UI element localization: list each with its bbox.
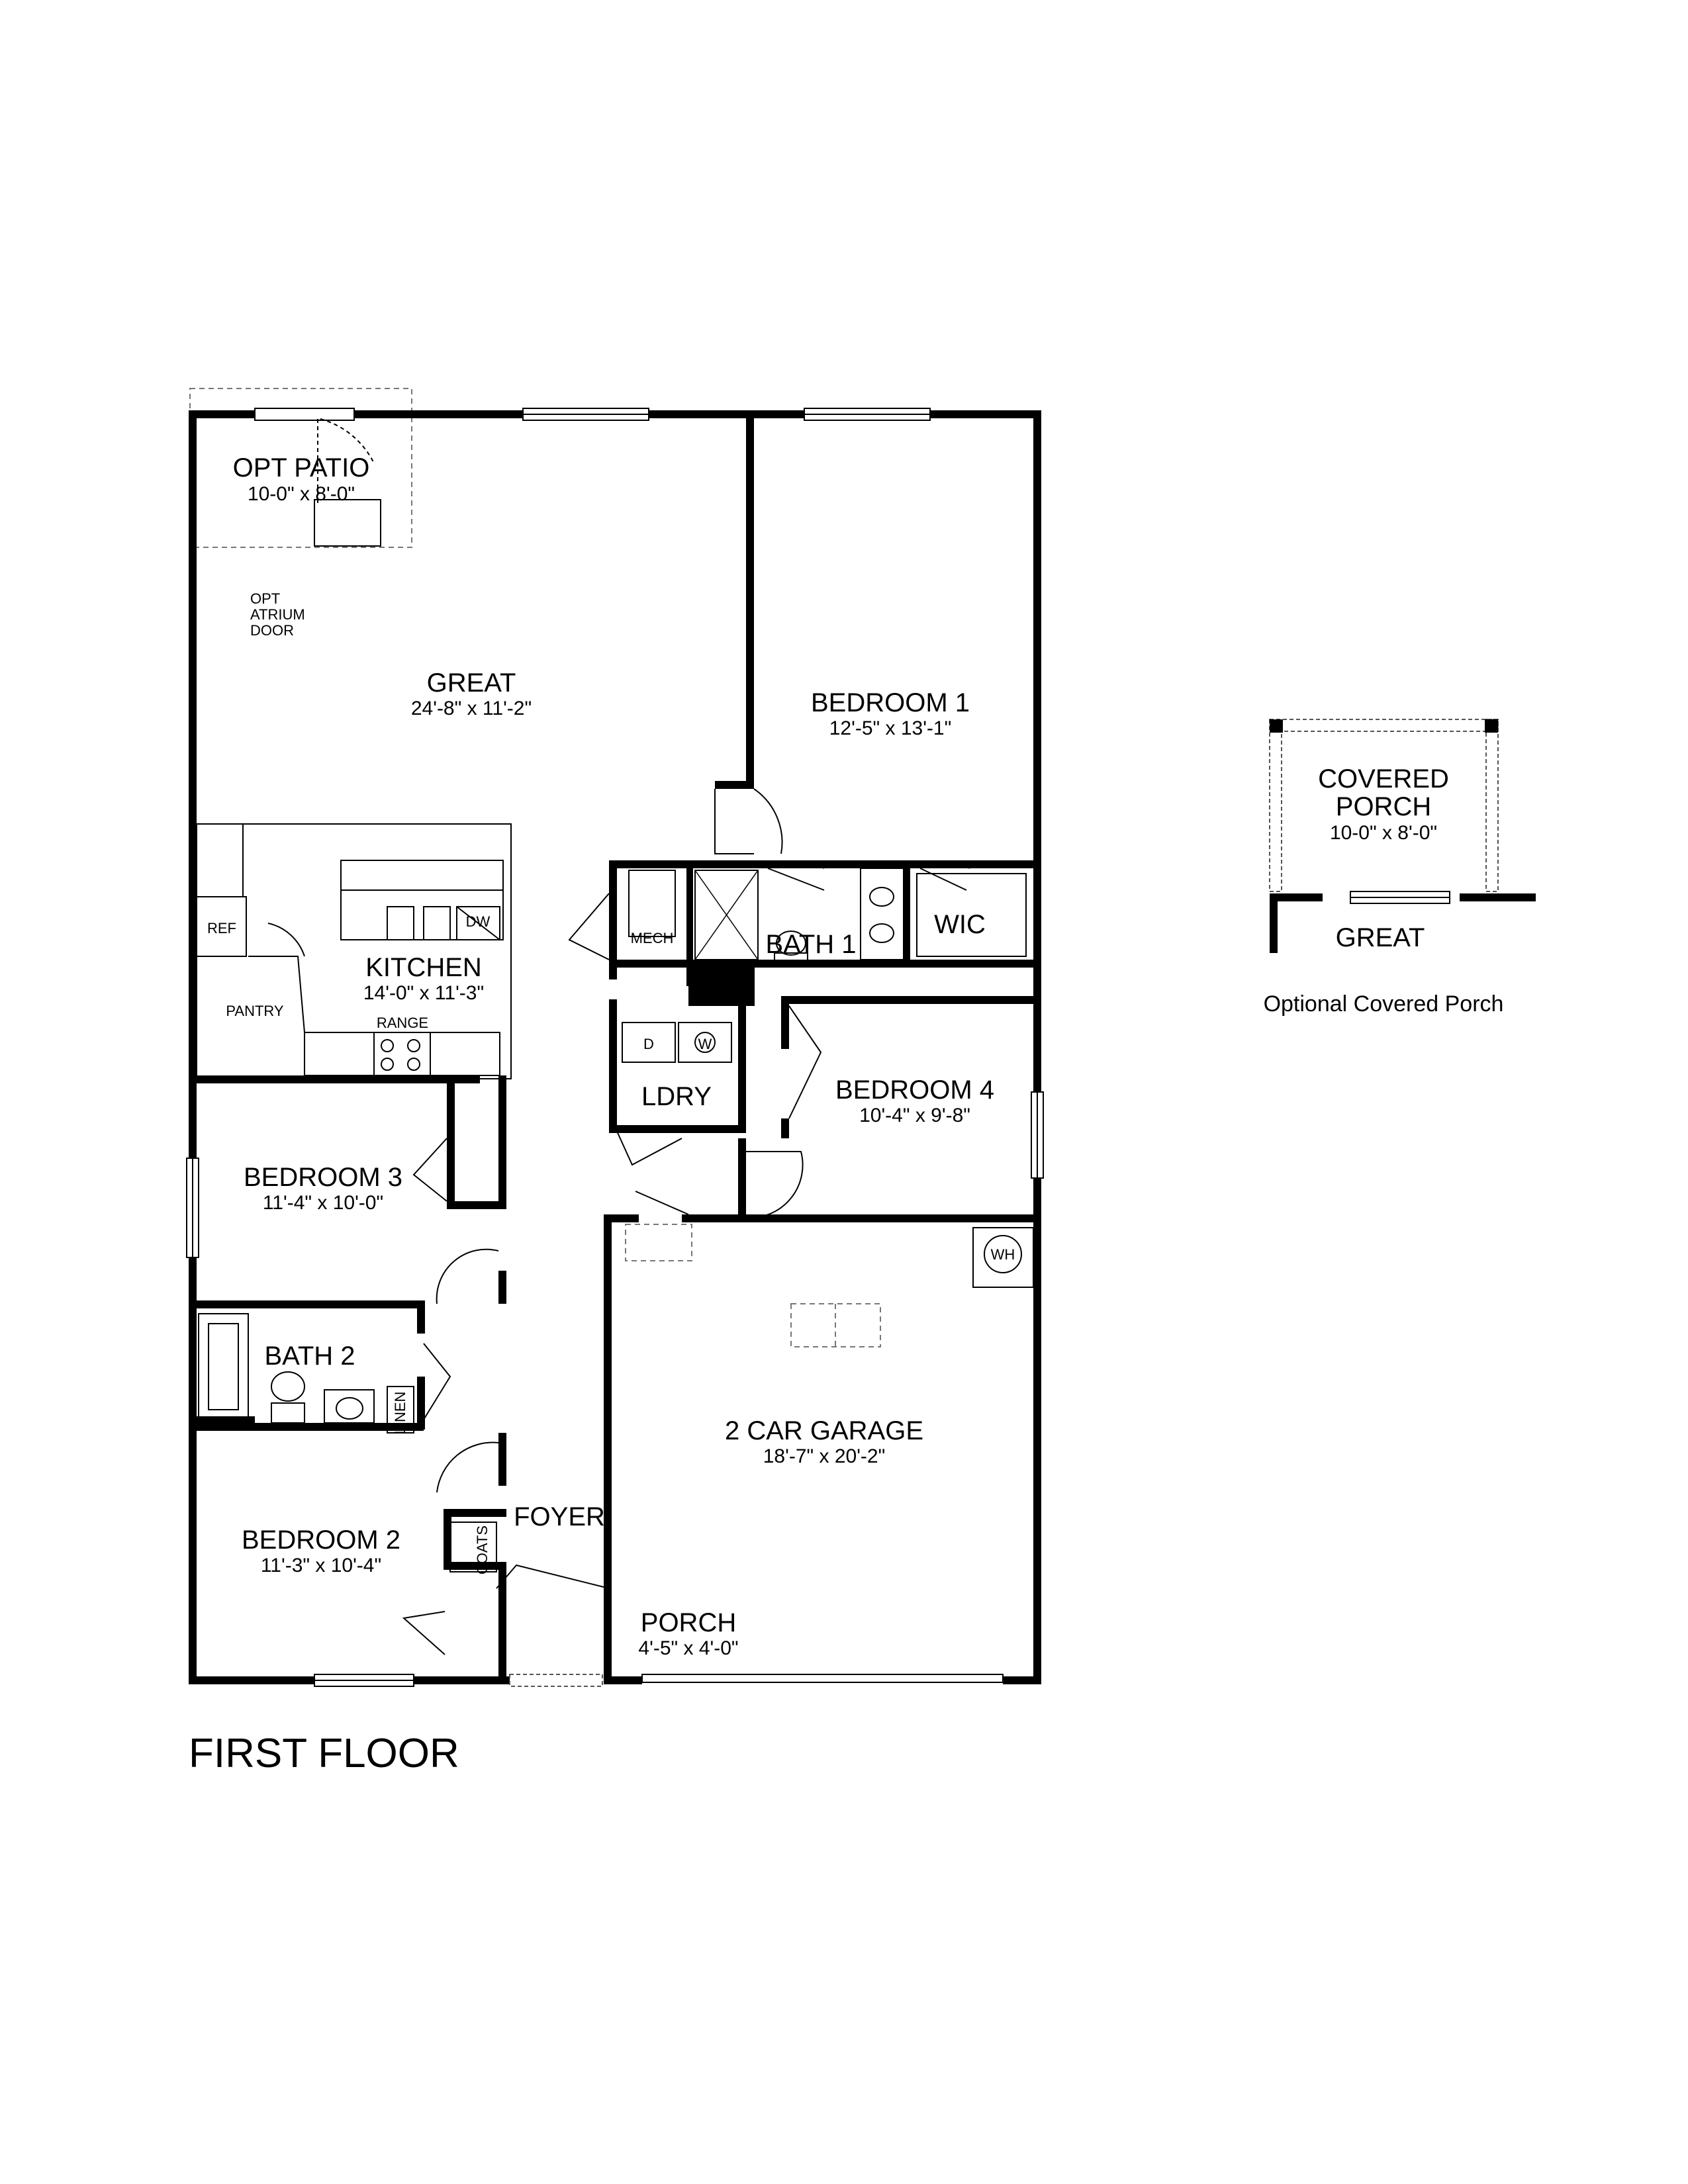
bath-fixtures (198, 868, 1034, 1572)
ref-label: REF (207, 920, 236, 936)
dryer-label: D (643, 1036, 654, 1052)
bedroom2-name: BEDROOM 2 (242, 1525, 400, 1555)
opt-atrium-door-line3: DOOR (250, 622, 294, 639)
windows (186, 408, 1044, 1687)
mech-label: MECH (631, 930, 674, 946)
linen-label: LINEN (392, 1392, 408, 1435)
coats-label: COATS (474, 1525, 491, 1574)
bedroom3-dims: 11'-4" x 10'-0" (263, 1192, 383, 1214)
room-labels: OPT PATIO 10-0" x 8'-0" OPT ATRIUM DOOR … (189, 453, 1015, 1776)
bath1-name: BATH 1 (765, 930, 856, 959)
kitchen-fixtures (196, 823, 512, 1079)
bedroom1-dims: 12'-5" x 13'-1" (829, 717, 952, 739)
kitchen-dims: 14'-0" x 11'-3" (363, 982, 484, 1004)
option-covered-porch: COVERED PORCH 10-0" x 8'-0" GREAT Option… (1264, 719, 1536, 1017)
opt-atrium-door (314, 417, 381, 547)
ldry-name: LDRY (641, 1082, 712, 1111)
bedroom1-name: BEDROOM 1 (811, 688, 970, 717)
opt-patio-name: OPT PATIO (233, 453, 370, 482)
washer-label: W (698, 1036, 712, 1052)
water-heater-label: WH (991, 1246, 1015, 1263)
bedroom2-dims: 11'-3" x 10'-4" (261, 1555, 381, 1576)
bedroom4-dims: 10'-4" x 9'-8" (859, 1105, 970, 1126)
floor-title: FIRST FLOOR (189, 1731, 459, 1776)
doors (402, 788, 1004, 1687)
porch-name: PORCH (641, 1608, 736, 1637)
option-great-label: GREAT (1336, 923, 1425, 952)
interior-walls (189, 410, 1041, 1684)
pantry-label: PANTRY (226, 1003, 284, 1019)
bath2-name: BATH 2 (264, 1342, 355, 1371)
foyer-name: FOYER (514, 1502, 605, 1531)
covered-porch-dims: 10-0" x 8'-0" (1330, 822, 1437, 844)
covered-porch-line1: COVERED (1318, 764, 1449, 794)
wic-name: WIC (934, 910, 986, 939)
opt-patio-dims: 10-0" x 8'-0" (248, 483, 355, 505)
garage-dims: 18'-7" x 20'-2" (763, 1445, 886, 1467)
range-label: RANGE (377, 1015, 428, 1031)
garage-name: 2 CAR GARAGE (725, 1416, 923, 1445)
bedroom3-name: BEDROOM 3 (244, 1163, 402, 1192)
covered-porch-line2: PORCH (1336, 792, 1431, 821)
opt-atrium-door-line2: ATRIUM (250, 606, 305, 623)
opt-atrium-door-line1: OPT (250, 590, 280, 607)
dw-label: DW (466, 913, 491, 930)
kitchen-name: KITCHEN (365, 953, 482, 982)
great-name: GREAT (427, 668, 516, 698)
great-dims: 24'-8" x 11'-2" (411, 698, 532, 719)
bedroom4-name: BEDROOM 4 (835, 1075, 994, 1105)
option-caption: Optional Covered Porch (1264, 991, 1504, 1017)
porch-dims: 4'-5" x 4'-0" (638, 1637, 738, 1659)
